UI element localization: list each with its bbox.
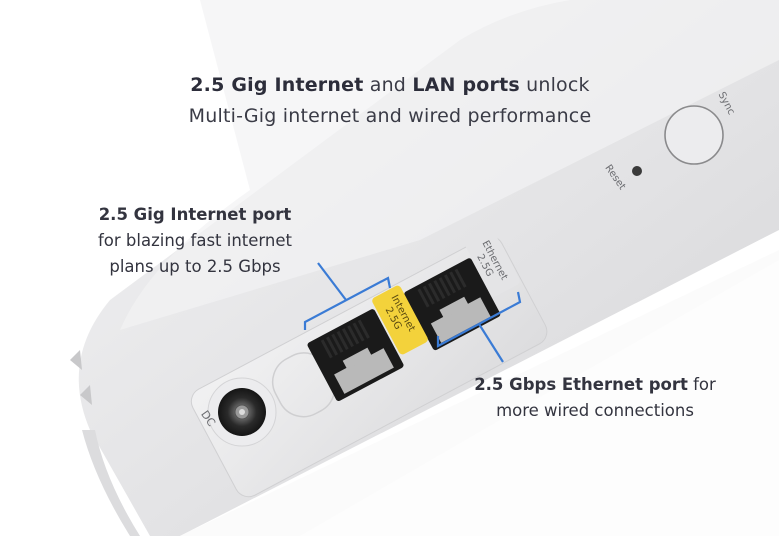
- headline-end: unlock: [519, 74, 590, 96]
- internet-callout-line3: plans up to 2.5 Gbps: [109, 257, 281, 276]
- sync-button: [664, 105, 724, 165]
- ethernet-port-callout: 2.5 Gbps Ethernet port for more wired co…: [440, 372, 750, 424]
- dc-jack: [207, 377, 277, 447]
- ethernet-callout-line2: more wired connections: [496, 401, 694, 420]
- ethernet-port: [404, 258, 501, 351]
- internet-callout-title: 2.5 Gig Internet port: [98, 205, 292, 224]
- headline-mid: and: [363, 74, 413, 96]
- internet-port-callout: 2.5 Gig Internet port for blazing fast i…: [60, 202, 330, 280]
- internet-port: [307, 309, 404, 402]
- headline-bold-a: 2.5 Gig Internet: [190, 74, 364, 96]
- internet-callout-line2: for blazing fast internet: [98, 231, 292, 250]
- headline: 2.5 Gig Internet and LAN ports unlock Mu…: [120, 70, 660, 132]
- callout-brackets: [303, 262, 522, 363]
- internet-port-tag: [372, 285, 428, 355]
- ethernet-callout-suffix: for: [687, 375, 716, 394]
- ethernet-callout-title: 2.5 Gbps Ethernet port: [474, 375, 688, 394]
- headline-bold-b: LAN ports: [412, 74, 520, 96]
- reset-hole: [632, 166, 642, 176]
- headline-line2: Multi-Gig internet and wired performance: [188, 105, 592, 127]
